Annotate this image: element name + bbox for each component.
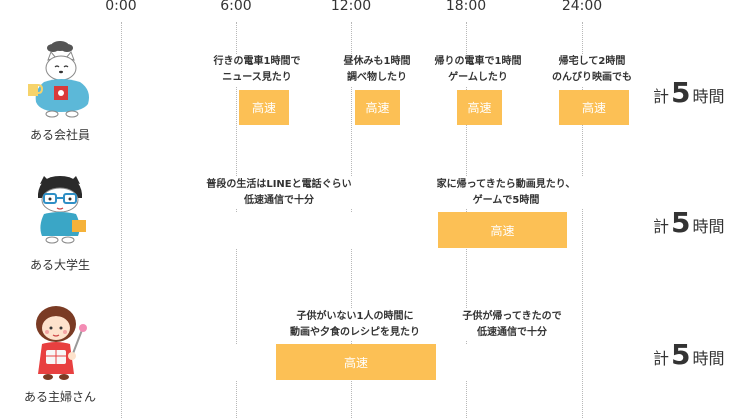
tick-label-12: 12:00 <box>330 0 372 14</box>
row1-note-2: 昼休みも1時間調べ物したり <box>331 54 423 86</box>
row3-total-unit: 時間 <box>692 349 725 368</box>
tick-label-6: 6:00 <box>220 0 252 14</box>
row2-note-2: 家に帰ってきたら動画見たり、ゲームで5時間 <box>428 177 584 209</box>
office-worker-cat-avatar <box>28 41 89 118</box>
tick-label-18: 18:00 <box>445 0 487 14</box>
tick-label-0: 0:00 <box>105 0 137 14</box>
housewife-avatar <box>36 306 87 380</box>
gridline-24 <box>582 22 583 418</box>
row3-total-prefix: 計 <box>653 349 670 368</box>
row1-fast-segment-3: 高速 <box>457 90 502 125</box>
row2-total-unit: 時間 <box>692 217 725 236</box>
row3-note-2: 子供が帰ってきたので低速通信で十分 <box>452 309 572 341</box>
row1-fast-segment-4: 高速 <box>559 90 629 125</box>
row2-person-label: ある大学生 <box>29 258 91 272</box>
row3-total-value: 5 <box>671 338 691 371</box>
row3-fast-segment-1: 高速 <box>276 344 436 380</box>
row2-total-prefix: 計 <box>653 217 670 236</box>
row1-fast-segment-2: 高速 <box>355 90 400 125</box>
row2-total-value: 5 <box>671 206 691 239</box>
row1-total-unit: 時間 <box>692 87 725 106</box>
row1-total-value: 5 <box>671 76 691 109</box>
row1-note-4: 帰宅して2時間のんびり映画でも <box>542 54 642 86</box>
row1-note-3: 帰りの電車で1時間ゲームしたり <box>428 54 528 86</box>
row2-note-1: 普段の生活はLINEと電話ぐらい低速通信で十分 <box>197 177 361 209</box>
row1-person-label: ある会社員 <box>29 128 91 142</box>
row3-note-1: 子供がいない1人の時間に動画や夕食のレシピを見たり <box>282 309 428 341</box>
row1-total-prefix: 計 <box>653 87 670 106</box>
row2-fast-segment-1: 高速 <box>438 212 567 248</box>
tick-label-24: 24:00 <box>561 0 603 14</box>
row3-person-label: ある主婦さん <box>23 390 97 404</box>
gridline-0 <box>121 22 122 418</box>
row1-note-1: 行きの電車1時間でニュース見たり <box>207 54 307 86</box>
student-cat-avatar <box>38 176 86 244</box>
row1-fast-segment-1: 高速 <box>239 90 289 125</box>
